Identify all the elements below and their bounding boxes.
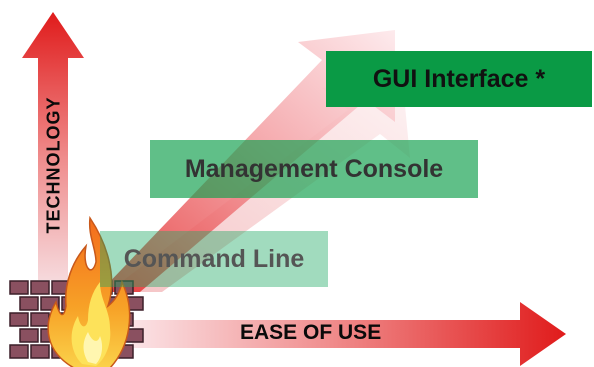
brick [30,344,50,359]
ease-of-use-axis-label: EASE OF USE [240,321,382,344]
technology-axis-label: TECHNOLOGY [43,96,64,234]
technology-arrow [22,12,84,280]
brick [30,280,50,295]
management-console-box: Management Console [150,140,478,198]
ease-of-use-arrow [132,302,566,366]
gui-interface-label: GUI Interface * [372,64,546,93]
brick [9,312,29,327]
command-line-label: Command Line [123,244,305,273]
brick [19,296,39,311]
brick [19,328,39,343]
command-line-box: Command Line [100,231,328,287]
management-console-label: Management Console [184,154,444,183]
brick [9,280,29,295]
flame-icon [47,215,131,367]
brick [9,344,29,359]
brick [30,312,50,327]
gui-interface-box: GUI Interface * [326,51,592,107]
